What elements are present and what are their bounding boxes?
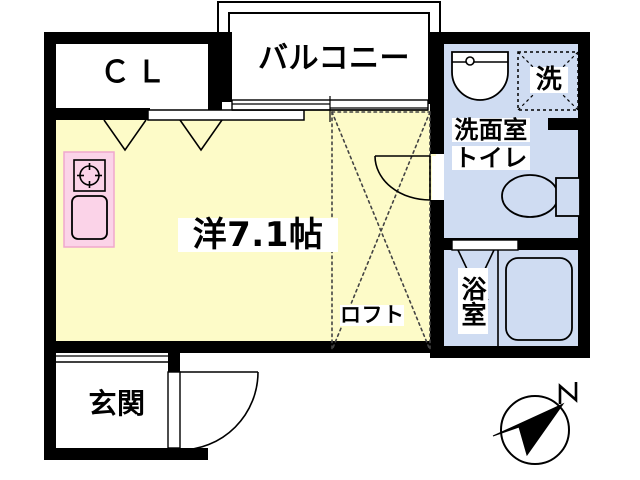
- wall-top-right: [428, 32, 590, 44]
- washroom-toilet-label-line1: 洗面室: [452, 118, 530, 142]
- compass-rose: [492, 382, 578, 465]
- washroom-toilet-label-line2: トイレ: [452, 146, 530, 170]
- loft-zone: [331, 111, 431, 351]
- bathtub-icon: [497, 250, 573, 346]
- wall-entrance-bottom-jamb: [168, 448, 208, 460]
- wall-wet-bottom: [430, 346, 590, 358]
- washer-space: [517, 51, 579, 111]
- compass-north-letter: [558, 382, 578, 404]
- sliding-glass-door[interactable]: [231, 96, 429, 122]
- wall-closet-bottom: [44, 108, 150, 120]
- washer-space-label: 洗: [530, 67, 568, 93]
- entrance-label: 玄関: [84, 390, 150, 418]
- wall-left-upper: [44, 32, 56, 152]
- entrance-door[interactable]: [167, 371, 259, 451]
- wall-room-bottom-right: [168, 341, 436, 353]
- wall-right-outer: [578, 32, 590, 358]
- closet-door-track: [147, 109, 305, 121]
- wall-bath-left-pier: [430, 250, 444, 358]
- wall-left-lower: [44, 152, 56, 460]
- structural-walls: [44, 32, 590, 460]
- closet-label: ＣＬ: [100, 55, 172, 90]
- wall-top-left: [44, 32, 220, 44]
- closet-doors[interactable]: [103, 119, 223, 152]
- kitchen-sink-icon: [71, 195, 108, 240]
- entrance-step: [56, 355, 168, 363]
- kitchen-unit-group: [63, 151, 115, 248]
- balcony-railing: [217, 1, 441, 40]
- washroom-door[interactable]: [374, 155, 442, 201]
- wall-room-bottom-left: [44, 341, 180, 353]
- compass-needle: [492, 402, 565, 457]
- loft-diag-2: [331, 111, 431, 351]
- loft-label: ロフト: [340, 303, 405, 327]
- wall-washer-stub: [548, 118, 590, 130]
- vanity-sink-icon: [451, 51, 509, 101]
- balcony-label: バルコニー: [246, 44, 422, 74]
- bathroom-label: 浴室: [458, 268, 488, 334]
- main-room-label: 洋7.1帖: [178, 218, 338, 252]
- wall-bottom: [44, 448, 180, 460]
- toilet-icon: [501, 174, 581, 218]
- wall-room-wet-partition-upper: [430, 44, 444, 154]
- wall-balcony-left-pier: [218, 32, 232, 102]
